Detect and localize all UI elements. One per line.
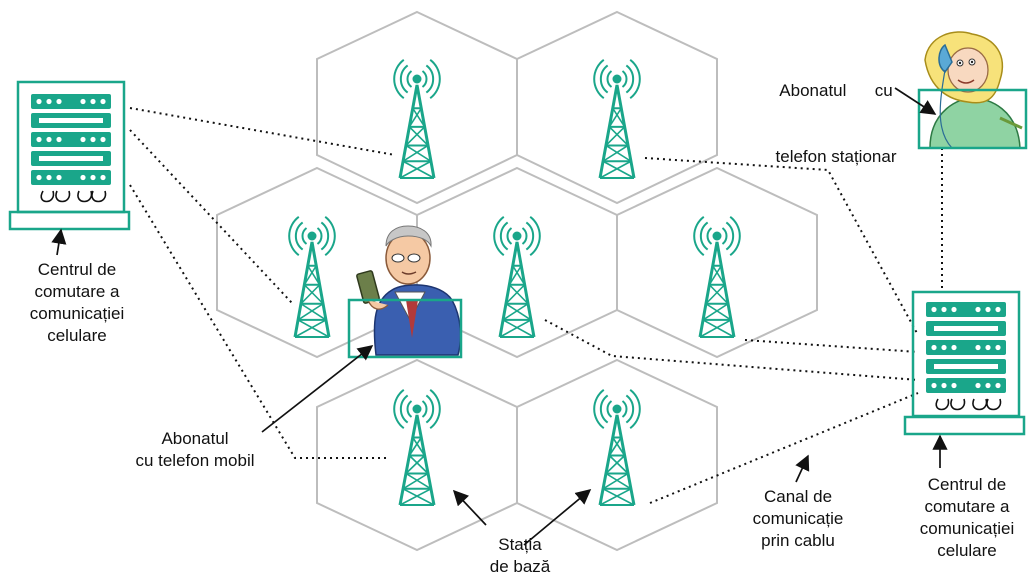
cell-tower-icon xyxy=(393,389,441,506)
server-rack-icon xyxy=(31,94,111,203)
arrow-fixed-subscriber xyxy=(894,87,937,115)
base-stations xyxy=(288,59,741,506)
rack-unit xyxy=(926,340,1006,355)
rack-unit xyxy=(31,132,111,147)
label-base-station: Stația de bază xyxy=(489,535,551,576)
cable-link xyxy=(744,339,919,353)
arrow-left-center xyxy=(51,228,67,256)
cell-tower-icon xyxy=(393,59,441,179)
cable-link xyxy=(129,184,390,459)
cell-tower-icon xyxy=(288,216,336,338)
mobile-subscriber-frame xyxy=(347,298,463,359)
rack-base xyxy=(903,415,1026,436)
label-fixed-subscriber: Abonatul cu telefon staționar xyxy=(775,81,897,166)
arrow-cable-channel xyxy=(795,454,810,483)
cell-hexagon xyxy=(616,166,818,359)
label-left-switch-center: Centrul de comutare a comunicației celul… xyxy=(29,260,125,345)
fixed-phone-subscriber xyxy=(924,31,1023,149)
arrow-mobile-subscriber xyxy=(261,345,374,433)
pointer-arrows xyxy=(51,87,948,546)
cell-tower-icon xyxy=(493,216,541,338)
cable-links xyxy=(129,107,943,504)
cell-hexagon xyxy=(516,358,718,552)
cable-link xyxy=(129,129,293,304)
rack-unit xyxy=(31,170,111,185)
rack-base xyxy=(8,210,131,231)
cable-link xyxy=(644,157,919,336)
cell-tower-icon xyxy=(693,216,741,338)
server-rack-icon xyxy=(926,302,1006,411)
arrow-base-station-1 xyxy=(452,489,487,526)
cable-link xyxy=(544,319,919,381)
rack-unit xyxy=(926,378,1006,393)
fixed-subscriber-frame xyxy=(917,88,1028,150)
cell-hexagon xyxy=(516,10,718,205)
label-right-switch-center: Centrul de comutare a comunicației celul… xyxy=(919,475,1015,560)
label-mobile-subscriber: Abonatul cu telefon mobil xyxy=(135,429,255,470)
rack-unit xyxy=(31,94,111,109)
cell-grid xyxy=(216,10,818,552)
cable-link xyxy=(649,392,919,504)
rack-unit xyxy=(926,302,1006,317)
switch-center-right xyxy=(903,290,1026,436)
cell-tower-icon xyxy=(593,59,641,179)
label-cable-channel: Canal de comunicație prin cablu xyxy=(752,487,844,550)
cable-link xyxy=(129,107,396,156)
cell-tower-icon xyxy=(593,389,641,506)
switch-center-left xyxy=(8,80,131,231)
mobile-phone-subscriber xyxy=(356,225,462,356)
arrow-base-station-2 xyxy=(523,489,592,546)
